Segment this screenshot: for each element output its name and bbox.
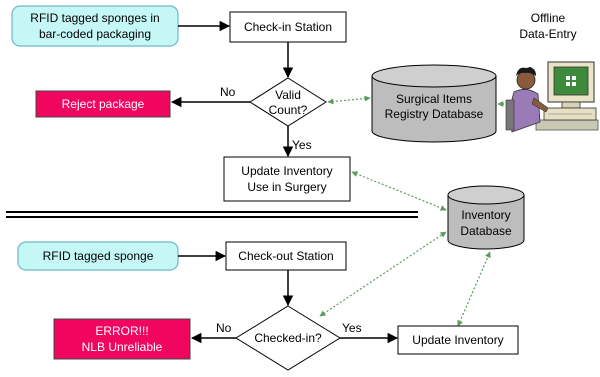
bottom-no-label: No	[216, 321, 232, 335]
error-line2: NLB Unreliable	[82, 340, 163, 354]
checkout-station-box	[225, 241, 347, 271]
update-use-line2: Use in Surgery	[247, 180, 326, 194]
valid-count-line1: Valid	[275, 88, 301, 102]
checkin-station-label: Check-in Station	[244, 20, 332, 34]
checkin-station-box	[229, 11, 347, 43]
reject-package-label: Reject package	[62, 97, 145, 111]
registry-db-line2: Registry Database	[385, 107, 484, 121]
link-bottom-update-inventory-db	[457, 251, 491, 327]
error-box	[53, 318, 191, 360]
checkout-station-label: Check-out Station	[238, 249, 333, 263]
bottom-yes-label: Yes	[342, 321, 362, 335]
source-box-top-line1: RFID tagged sponges in	[30, 11, 159, 25]
update-inventory-box	[397, 325, 519, 355]
link-decision-registry	[327, 95, 371, 105]
update-use-line1: Update Inventory	[241, 164, 332, 178]
update-use-box	[223, 156, 351, 202]
top-no-label: No	[220, 85, 236, 99]
checked-in-decision	[235, 305, 341, 371]
source-box-top-line2: bar-coded packaging	[39, 27, 151, 41]
inventory-database-cylinder	[447, 185, 525, 250]
offline-title-line1: Offline	[531, 11, 566, 25]
top-yes-label: Yes	[292, 138, 312, 152]
offline-title-line2: Data-Entry	[519, 27, 576, 41]
link-update-inventory-db	[351, 171, 447, 211]
valid-count-line2: Count?	[269, 103, 308, 117]
source-box-bottom-label: RFID tagged sponge	[43, 249, 154, 263]
registry-db-line1: Surgical Items	[396, 92, 472, 106]
registry-database-cylinder	[371, 64, 497, 143]
inventory-db-line1: Inventory	[461, 208, 510, 222]
inventory-db-line2: Database	[460, 224, 512, 238]
reject-package-box	[35, 90, 171, 118]
update-inventory-label: Update Inventory	[412, 333, 503, 347]
valid-count-decision	[249, 77, 327, 127]
checked-in-label: Checked-in?	[254, 331, 322, 345]
person-at-computer-icon	[505, 61, 599, 133]
link-checkedin-inventory-db	[319, 231, 447, 317]
error-line1: ERROR!!!	[95, 324, 148, 338]
